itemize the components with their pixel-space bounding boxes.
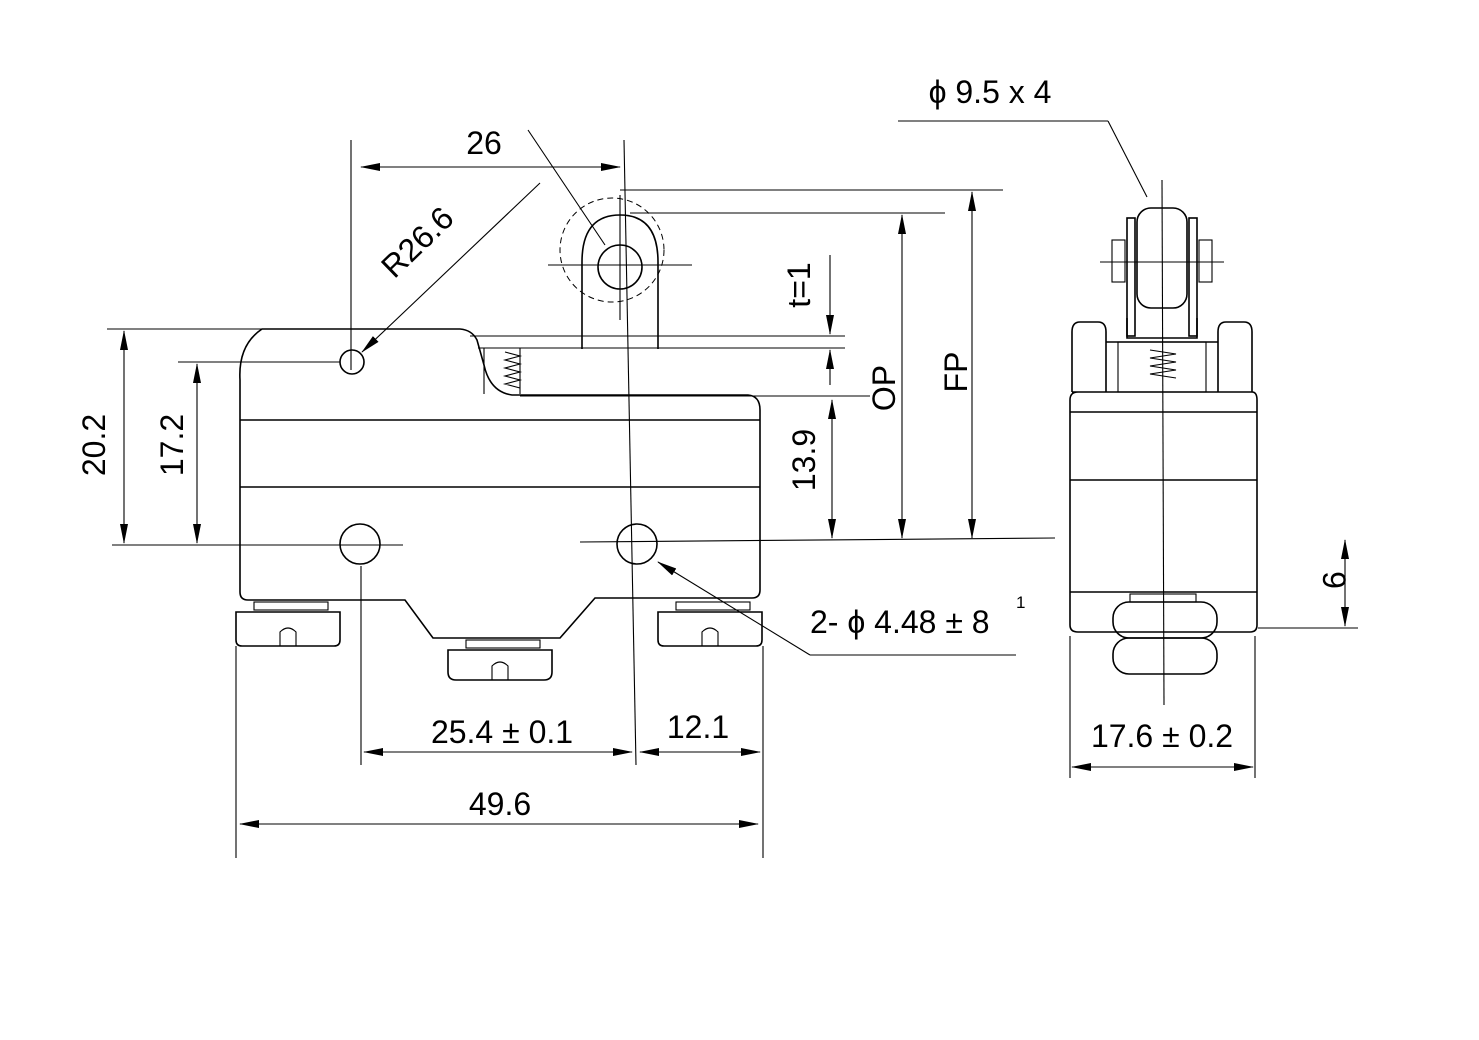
- side-bracket-right: [1188, 217, 1198, 337]
- dim-roller-leader: [1107, 120, 1148, 198]
- terminal-left: [235, 601, 341, 647]
- dim-254-label: 25.4 ± 0.1: [431, 714, 573, 750]
- roller-dashed-outline: [559, 197, 665, 303]
- side-lug-left: [1071, 321, 1107, 392]
- dim-r266-leader: [361, 182, 541, 353]
- dim-r266-label: R26.6: [374, 199, 460, 284]
- dim-172-label: 17.2: [154, 414, 190, 476]
- dim-176-label: 17.6 ± 0.2: [1091, 718, 1233, 754]
- mounting-hole-right: [616, 523, 658, 565]
- side-dimensions: ϕ 9.5 x 4 9 17.6 ± 0.2: [898, 74, 1358, 778]
- terminal-right: [657, 601, 763, 647]
- dim-496-label: 49.6: [469, 786, 531, 822]
- dim-139-label: 13.9: [786, 429, 822, 491]
- dim-holes-superscript: 1: [1016, 593, 1025, 612]
- dim-holes-leader: [657, 561, 811, 656]
- front-dimensions: 26 R26.6 t=1 13.9 OP FP 20.2 17.2 2- ϕ 4…: [76, 125, 1025, 858]
- side-axle-left: [1111, 239, 1126, 283]
- pivot-hole: [339, 349, 365, 375]
- dim-202-label: 20.2: [76, 414, 112, 476]
- spring-icon: [502, 351, 523, 389]
- roller-axis-line: [623, 139, 637, 766]
- dim-9-label: 9: [1316, 571, 1352, 589]
- dim-holes-label: 2- ϕ 4.48 ± 8: [810, 604, 990, 640]
- side-axle-right: [1198, 239, 1213, 283]
- dim-roller-label: ϕ 9.5 x 4: [929, 74, 1052, 110]
- terminal-center: [447, 639, 553, 681]
- side-lug-right: [1217, 321, 1253, 392]
- dim-t1-label: t=1: [781, 262, 817, 307]
- dim-121-label: 12.1: [667, 709, 729, 745]
- dim-op-label: OP: [866, 365, 902, 411]
- side-plunger-housing: [1117, 341, 1207, 393]
- dim-fp-label: FP: [938, 352, 974, 393]
- side-bracket-left: [1126, 217, 1136, 337]
- switch-body-outline: [239, 328, 761, 639]
- mounting-hole-left: [339, 523, 381, 565]
- side-view: [1069, 179, 1258, 706]
- roller-leader: [527, 129, 606, 246]
- hole-centerline: [579, 537, 1056, 543]
- side-centerline: [1161, 179, 1165, 706]
- side-terminal-cap: [1129, 593, 1197, 603]
- side-terminal-lower: [1112, 637, 1218, 675]
- side-bracket-base: [1126, 318, 1198, 339]
- dim-26-label: 26: [466, 125, 502, 161]
